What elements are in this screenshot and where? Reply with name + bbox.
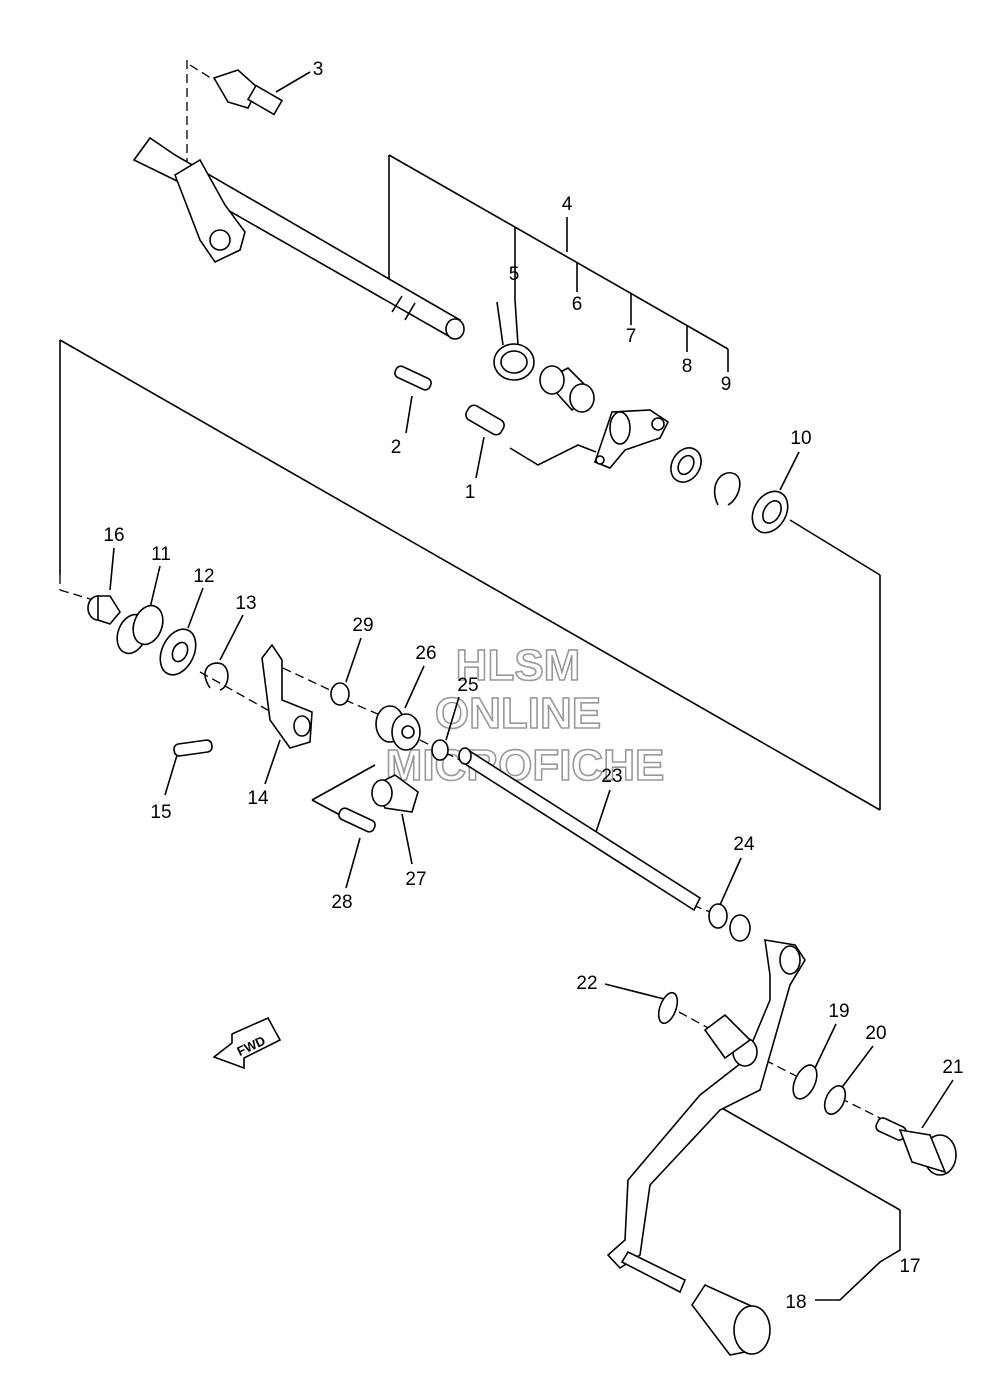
bracket-14 <box>261 643 313 749</box>
washer-19 <box>792 1064 818 1100</box>
watermark-line-1: HLSM <box>456 641 581 690</box>
callout-3: 3 <box>313 59 324 80</box>
ring-20 <box>823 1085 847 1115</box>
callout-14: 14 <box>247 788 269 809</box>
alignment-lines <box>59 60 881 1119</box>
shift-pedal <box>606 939 806 1294</box>
callout-19: 19 <box>828 1001 849 1022</box>
assembly-lines <box>59 154 901 1301</box>
shift-shaft-part <box>132 136 465 340</box>
clip-13 <box>204 662 229 691</box>
callout-4: 4 <box>562 194 573 215</box>
part-26 <box>375 705 421 751</box>
callout-22: 22 <box>576 973 597 994</box>
callout-13: 13 <box>235 593 256 614</box>
watermark-line-2: ONLINE <box>435 689 601 738</box>
arm-7 <box>593 409 670 469</box>
callout-12: 12 <box>193 566 214 587</box>
bolt-28 <box>338 807 376 833</box>
callout-26: 26 <box>415 643 436 664</box>
callout-25: 25 <box>457 675 478 696</box>
rubber-18 <box>691 1283 771 1356</box>
leader-lines <box>109 71 954 1129</box>
part-24 <box>708 903 751 942</box>
washer-8 <box>670 447 702 483</box>
callout-8: 8 <box>682 356 693 377</box>
bolt-21 <box>875 1117 957 1176</box>
circlip-9 <box>713 471 741 506</box>
callout-1: 1 <box>465 482 476 503</box>
callout-23: 23 <box>601 766 622 787</box>
watermark-line-3: MICROFICHE <box>386 741 665 790</box>
callout-20: 20 <box>865 1023 886 1044</box>
callout-27: 27 <box>405 869 426 890</box>
part-11 <box>116 604 164 655</box>
callout-6: 6 <box>572 294 583 315</box>
callout-24: 24 <box>733 834 755 855</box>
watermark: HLSM ONLINE MICROFICHE <box>385 640 665 791</box>
bolt-2 <box>394 365 432 391</box>
bolt-15 <box>173 739 213 757</box>
callout-9: 9 <box>721 374 732 395</box>
bearing-16 <box>87 595 121 625</box>
callout-29: 29 <box>352 615 373 636</box>
callout-11: 11 <box>151 544 171 565</box>
part-27 <box>371 774 419 813</box>
callout-21: 21 <box>942 1057 963 1078</box>
callout-5: 5 <box>509 264 520 285</box>
callout-16: 16 <box>103 525 124 546</box>
bolt-3 <box>212 69 284 116</box>
washer-12 <box>159 628 197 676</box>
callout-labels: 3 4 5 6 7 8 9 10 2 1 16 11 12 13 29 26 2… <box>103 59 963 1313</box>
pin-1 <box>465 404 505 436</box>
callout-15: 15 <box>150 802 171 823</box>
part-25 <box>431 739 449 761</box>
callout-17: 17 <box>899 1256 920 1277</box>
spring-5 <box>493 299 535 381</box>
washer-22 <box>657 991 679 1025</box>
rod-23 <box>458 747 702 912</box>
collar-6 <box>539 365 595 413</box>
callout-18: 18 <box>785 1292 806 1313</box>
washer-10 <box>751 490 789 534</box>
callout-2: 2 <box>391 437 402 458</box>
part-29 <box>330 682 350 706</box>
parts <box>87 69 957 1356</box>
callout-7: 7 <box>626 326 637 347</box>
callout-28: 28 <box>331 892 352 913</box>
callout-10: 10 <box>790 428 811 449</box>
fwd-arrow-icon: FWD <box>212 1016 282 1070</box>
